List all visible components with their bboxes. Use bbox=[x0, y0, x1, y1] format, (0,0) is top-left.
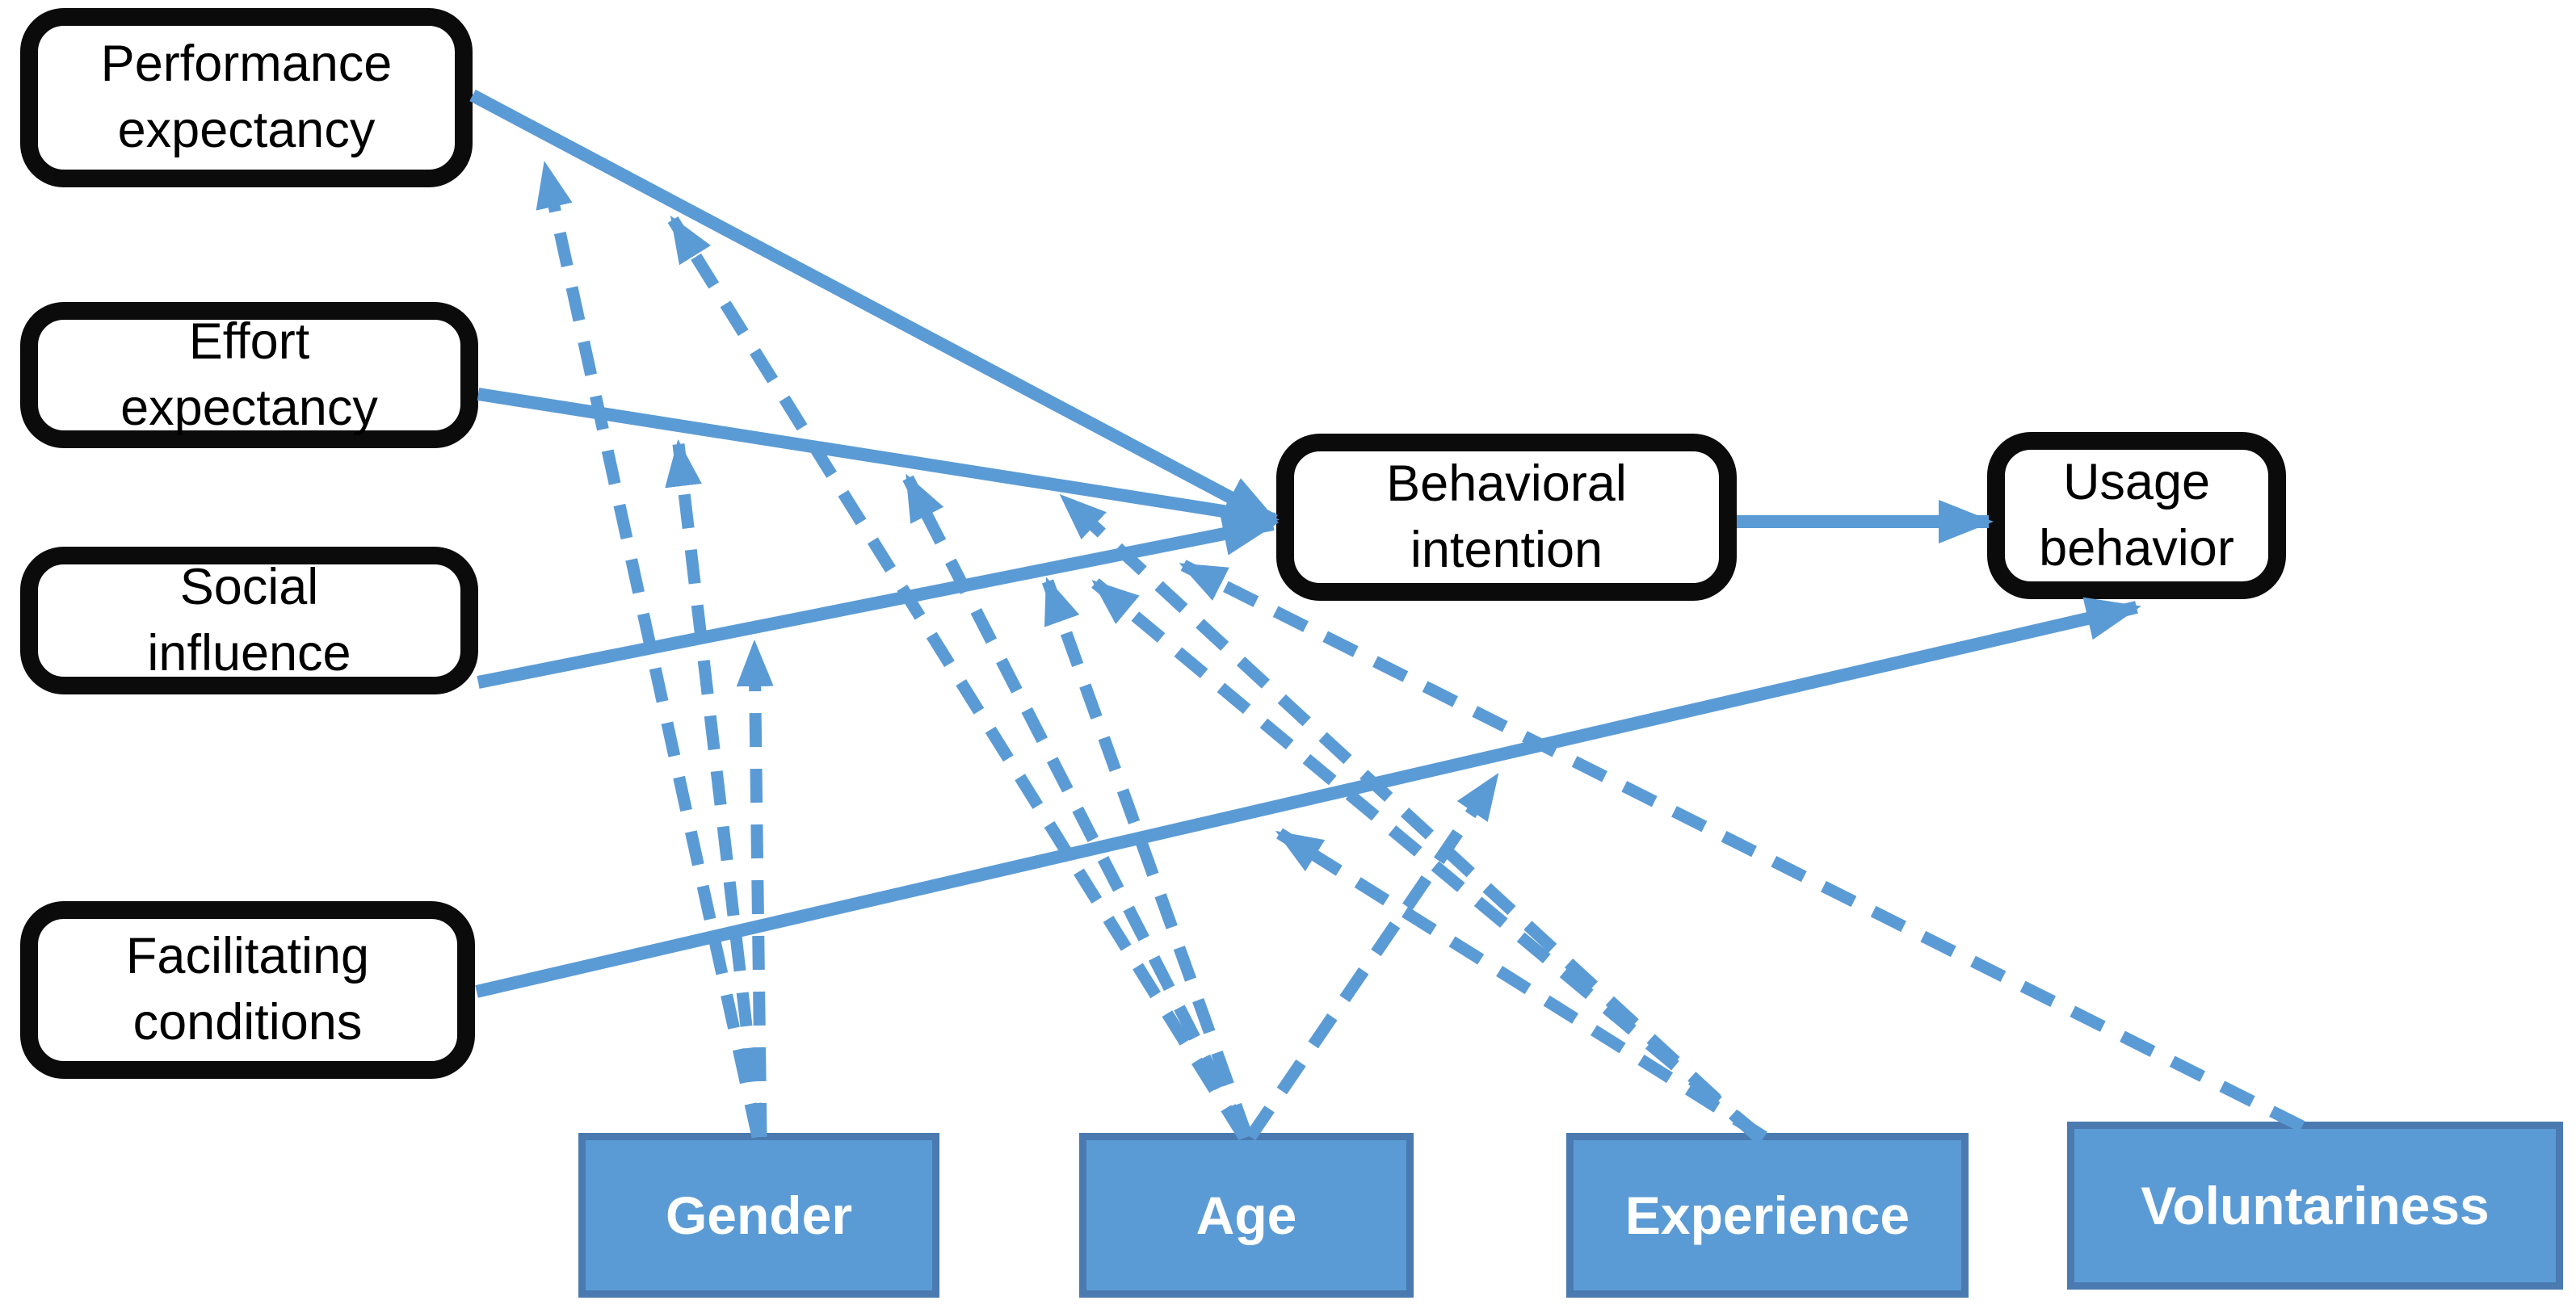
moderation-arrow-gender-to-performance-expectancy-link bbox=[536, 161, 764, 1139]
node-label-usage-behavior: Usage behavior bbox=[2039, 453, 2234, 577]
effect-arrow-facilitating-conditions-to-usage-behavior bbox=[475, 597, 2141, 998]
moderation-arrow-age-to-performance-expectancy-link bbox=[667, 215, 1250, 1140]
moderation-arrow-age-to-social-influence-link bbox=[1041, 577, 1254, 1139]
moderator-experience: Experience bbox=[1566, 1133, 1969, 1298]
node-label-facilitating-conditions: Facilitating conditions bbox=[125, 928, 370, 1051]
effect-arrow-performance-expectancy-to-behavioral-intention bbox=[469, 89, 1280, 527]
moderation-arrow-voluntariness-to-social-influence-link bbox=[1179, 560, 2305, 1132]
node-performance-expectancy: Performance expectancy bbox=[20, 8, 473, 187]
effect-arrow-social-influence-to-behavioral-intention bbox=[477, 512, 1278, 689]
moderation-arrow-age-to-facilitating-conditions-link bbox=[1245, 773, 1502, 1141]
moderator-label-voluntariness: Voluntariness bbox=[2141, 1176, 2490, 1235]
node-label-effort-expectancy: Effort expectancy bbox=[120, 313, 378, 436]
dashed-edges bbox=[536, 161, 2305, 1143]
moderation-arrow-gender-to-effort-expectancy-link bbox=[665, 439, 766, 1138]
node-usage-behavior: Usage behavior bbox=[1987, 432, 2286, 599]
moderation-arrow-experience-to-facilitating-conditions-link bbox=[1275, 828, 1767, 1143]
node-label-social-influence: Social influence bbox=[147, 558, 351, 682]
node-behavioral-intention: Behavioral intention bbox=[1276, 434, 1737, 601]
moderator-gender: Gender bbox=[578, 1133, 939, 1298]
node-facilitating-conditions: Facilitating conditions bbox=[20, 901, 475, 1079]
moderation-arrow-experience-to-social-influence-link bbox=[1091, 578, 1765, 1142]
moderator-label-gender: Gender bbox=[665, 1185, 853, 1245]
node-label-performance-expectancy: Performance expectancy bbox=[100, 36, 393, 158]
moderation-arrow-gender-to-social-influence-link bbox=[736, 640, 774, 1138]
node-label-behavioral-intention: Behavioral intention bbox=[1386, 455, 1627, 578]
effect-arrow-effort-expectancy-to-behavioral-intention bbox=[477, 388, 1280, 534]
moderator-age: Age bbox=[1079, 1133, 1414, 1298]
moderator-label-experience: Experience bbox=[1624, 1185, 1910, 1245]
moderation-arrow-age-to-effort-expectancy-link bbox=[902, 473, 1251, 1140]
moderator-voluntariness: Voluntariness bbox=[2067, 1122, 2563, 1290]
node-social-influence: Social influence bbox=[20, 547, 478, 694]
node-effort-expectancy: Effort expectancy bbox=[20, 302, 478, 448]
moderator-label-age: Age bbox=[1196, 1185, 1297, 1245]
